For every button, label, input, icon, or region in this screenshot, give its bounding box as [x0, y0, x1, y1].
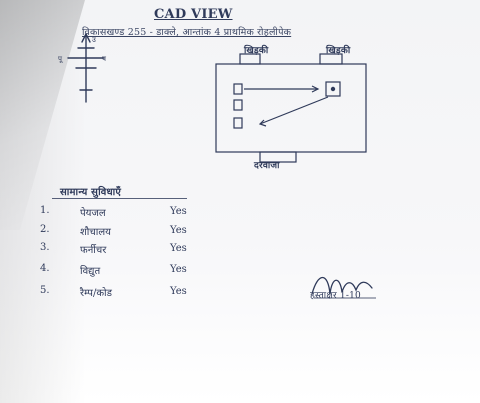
facility-name: विद्युत — [80, 266, 101, 277]
document-title: CAD VIEW — [154, 7, 233, 22]
facility-row: 1. पेयजल Yes — [40, 205, 210, 223]
facilities-heading-underline — [52, 198, 187, 199]
facility-row: 2. शौचालय Yes — [40, 224, 210, 242]
room-label-top-left: खिड़की — [244, 46, 269, 56]
document-subtitle: विकासखण्ड 255 - डाक्ले, आन्तांक 4 प्राथम… — [82, 27, 292, 38]
facility-number: 5. — [40, 285, 50, 296]
facility-row: 4. विद्युत Yes — [40, 263, 210, 281]
signature-note: हस्ताक्षर 1-10 — [310, 291, 361, 301]
facility-number: 3. — [40, 242, 50, 253]
room-diagram — [215, 53, 367, 163]
facilities-heading: सामान्य सुविधाएँ — [60, 187, 122, 198]
facility-row: 5. रैम्प/कोड Yes — [40, 285, 210, 303]
facility-value: Yes — [170, 243, 187, 254]
facility-name: रैम्प/कोड — [80, 288, 112, 299]
svg-text:उ: उ — [92, 36, 96, 44]
facility-number: 2. — [40, 224, 50, 235]
facility-name: शौचालय — [80, 227, 111, 238]
svg-text:पू: पू — [58, 55, 63, 63]
facility-name: पेयजल — [80, 208, 106, 219]
facility-number: 4. — [40, 263, 50, 274]
compass-rose-icon: पू प उ — [58, 33, 107, 103]
facility-number: 1. — [40, 205, 50, 216]
room-label-bottom: दरवाजा — [254, 161, 280, 171]
facility-value: Yes — [170, 225, 187, 236]
room-label-top-right: खिड़की — [326, 46, 351, 56]
facility-value: Yes — [170, 264, 187, 275]
facility-name: फर्नीचर — [80, 245, 107, 256]
facility-row: 3. फर्नीचर Yes — [40, 242, 210, 260]
svg-text:प: प — [102, 55, 107, 63]
facility-value: Yes — [170, 286, 187, 297]
facility-value: Yes — [170, 206, 187, 217]
signature-mark — [311, 276, 376, 299]
